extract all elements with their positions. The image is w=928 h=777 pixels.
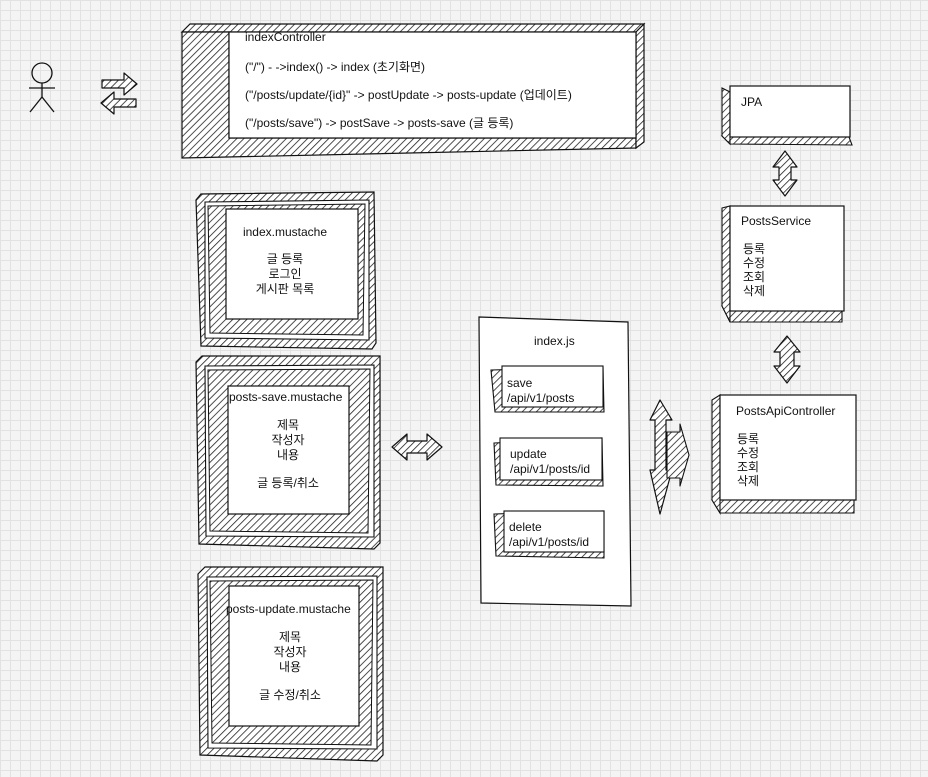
posts-service-title: PostsService [741, 214, 812, 228]
api-save-name: save [507, 376, 533, 390]
posts-save-item: 작성자 [271, 433, 305, 447]
stick-figure-icon [29, 62, 55, 113]
api-save-path: /api/v1/posts [507, 391, 575, 405]
controller-route-update: ("/posts/update/{id}" -> postUpdate -> p… [245, 88, 572, 102]
index-js-box [478, 316, 632, 607]
posts-save-item: 내용 [276, 448, 300, 462]
index-controller-box [180, 22, 646, 159]
posts-api-controller-item: 수정 [737, 446, 760, 460]
double-arrow-icon [772, 150, 798, 197]
index-mustache-frame [195, 191, 377, 350]
index-mustache-title: index.mustache [242, 225, 328, 239]
posts-service-item: 수정 [743, 256, 766, 270]
posts-update-item: 내용 [278, 660, 302, 674]
index-mustache-item: 로그인 [268, 267, 302, 281]
posts-save-mustache-title: posts-save.mustache [229, 390, 343, 404]
posts-api-controller-box [711, 394, 857, 515]
posts-api-controller-item: 등록 [737, 432, 760, 446]
index-js-title: index.js [534, 334, 575, 348]
posts-service-item: 등록 [743, 242, 766, 256]
controller-route-index: ("/") - ->index() -> index (초기화면) [245, 60, 426, 74]
posts-api-controller-title: PostsApiController [736, 404, 836, 418]
posts-service-item: 삭제 [743, 284, 766, 298]
controller-title: indexController [245, 30, 326, 44]
exchange-arrows-icon [100, 72, 138, 115]
posts-save-item: 제목 [276, 418, 300, 432]
posts-save-action: 글 등록/취소 [257, 476, 319, 490]
jpa-title: JPA [741, 95, 763, 109]
double-arrow-icon [773, 335, 801, 384]
posts-service-box [721, 205, 845, 323]
posts-update-item: 작성자 [273, 645, 307, 659]
posts-save-mustache-frame [195, 355, 381, 550]
posts-update-mustache-frame [197, 566, 384, 762]
double-arrow-icon [391, 433, 443, 461]
api-update-path: /api/v1/posts/id [510, 462, 591, 476]
posts-update-action: 글 수정/취소 [259, 688, 321, 702]
api-update-name: update [510, 447, 547, 461]
controller-route-save: ("/posts/save") -> postSave -> posts-sav… [245, 116, 514, 130]
posts-service-item: 조회 [743, 270, 766, 284]
posts-update-mustache-title: posts-update.mustache [226, 602, 351, 616]
index-mustache-item: 글 등록 [266, 252, 304, 266]
posts-api-controller-item: 삭제 [737, 474, 760, 488]
api-delete-name: delete [509, 520, 542, 534]
api-delete-path: /api/v1/posts/id [509, 535, 590, 549]
posts-api-controller-item: 조회 [737, 460, 760, 474]
index-mustache-item: 게시판 목록 [255, 282, 315, 296]
double-arrow-icon [649, 399, 690, 515]
posts-update-item: 제목 [278, 630, 302, 644]
jpa-box [720, 85, 853, 146]
